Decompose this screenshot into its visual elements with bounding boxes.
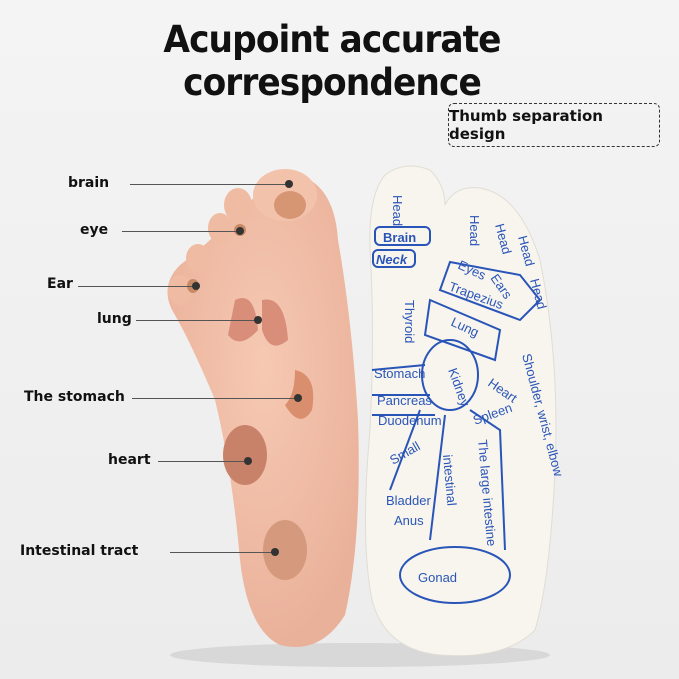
pointer-dot bbox=[285, 180, 293, 188]
sock-zone-label: Stomach bbox=[374, 366, 425, 381]
foot-sole bbox=[167, 169, 359, 647]
page-title: Acupoint accurate correspondence bbox=[163, 18, 501, 104]
sock-zone-label: Pancreas bbox=[377, 393, 432, 408]
label-intestinal-tract: Intestinal tract bbox=[20, 543, 139, 559]
label-lung: lung bbox=[97, 311, 132, 327]
pointer-dot bbox=[271, 548, 279, 556]
leader-line bbox=[170, 552, 274, 553]
label-heart: heart bbox=[108, 452, 151, 468]
leader-line bbox=[132, 398, 298, 399]
sock-zone-label: Neck bbox=[376, 252, 408, 267]
label-brain: brain bbox=[68, 175, 110, 191]
reflexology-sock: Head Brain Neck Head Head Head Head Eyes… bbox=[364, 165, 566, 657]
pointer-dot bbox=[294, 394, 302, 402]
sock-zone-label: Head bbox=[467, 215, 482, 246]
sock-zone-label: Bladder bbox=[386, 493, 431, 508]
pointer-dot bbox=[192, 282, 200, 290]
pointer-dot bbox=[244, 457, 252, 465]
leader-line bbox=[158, 461, 248, 462]
leader-line bbox=[122, 231, 240, 232]
brain-organ bbox=[274, 191, 306, 219]
pointer-dot bbox=[236, 227, 244, 235]
label-stomach: The stomach bbox=[24, 389, 125, 405]
sock-zone-label: Duodenum bbox=[378, 413, 442, 428]
leader-line bbox=[130, 184, 288, 185]
heart-organ bbox=[223, 425, 267, 485]
label-ear: Ear bbox=[47, 276, 73, 292]
sock-zone-label: Head bbox=[390, 195, 405, 226]
lung-organ bbox=[228, 298, 288, 346]
sock-zone-label: Brain bbox=[383, 230, 416, 245]
sock-zone-label: Thyroid bbox=[402, 300, 417, 343]
sock-zone-label: intestinal bbox=[440, 454, 459, 507]
intestine-organ bbox=[263, 520, 307, 580]
leader-line bbox=[78, 286, 196, 287]
thumb-separation-callout: Thumb separation design bbox=[448, 103, 660, 147]
sock-zone-label: Gonad bbox=[418, 570, 457, 585]
label-eye: eye bbox=[80, 222, 109, 238]
leader-line bbox=[136, 320, 258, 321]
sock-zone-label: Anus bbox=[394, 513, 424, 528]
pointer-dot bbox=[254, 316, 262, 324]
